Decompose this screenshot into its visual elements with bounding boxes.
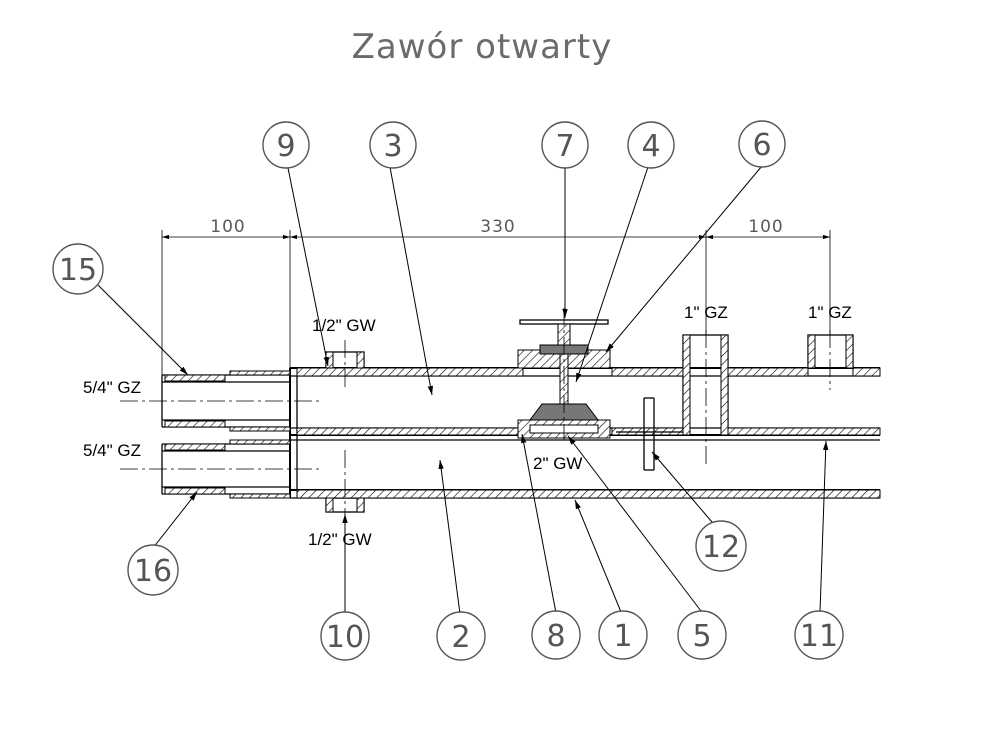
- spec-one-inch-gz-2: 1" GZ: [808, 303, 852, 322]
- part-number-1: 1: [613, 619, 632, 654]
- part-bubble-5: 5: [677, 610, 727, 660]
- part-bubble-8: 8: [531, 610, 581, 660]
- part-number-4: 4: [641, 129, 660, 164]
- part-bubble-3: 3: [369, 121, 417, 169]
- spec-two-inch-gw: 2" GW: [533, 454, 582, 473]
- part-number-3: 3: [383, 129, 402, 164]
- part-bubble-2: 2: [436, 611, 486, 661]
- manifold-body: [161, 319, 881, 513]
- part-bubble-12: 12: [695, 520, 747, 572]
- dimension-left-label: 100: [210, 217, 245, 237]
- spec-half-inch-gw-bottom: 1/2" GW: [308, 530, 372, 549]
- spec-54-gz-bottom: 5/4" GZ: [83, 441, 141, 460]
- part-number-15: 15: [59, 253, 97, 288]
- part-bubble-4: 4: [627, 121, 675, 169]
- drawing-title: Zawór otwarty: [352, 27, 613, 67]
- part-bubble-16: 16: [127, 544, 179, 596]
- dimension-right-label: 100: [748, 217, 783, 237]
- leader-lines: [97, 165, 829, 615]
- dimension-middle-label: 330: [480, 217, 515, 237]
- spec-one-inch-gz-1: 1" GZ: [684, 303, 728, 322]
- part-bubble-1: 1: [598, 610, 648, 660]
- part-bubble-15: 15: [52, 243, 104, 295]
- part-number-11: 11: [800, 619, 838, 654]
- part-number-12: 12: [702, 530, 740, 565]
- part-bubble-7: 7: [541, 121, 589, 169]
- spec-half-inch-gw-top: 1/2" GW: [312, 316, 376, 335]
- center-lines: [120, 308, 831, 520]
- part-bubble-11: 11: [794, 610, 844, 660]
- part-number-2: 2: [451, 620, 470, 655]
- part-number-10: 10: [326, 620, 364, 655]
- part-bubble-10: 10: [320, 611, 370, 661]
- part-number-8: 8: [546, 619, 565, 654]
- part-number-5: 5: [692, 619, 711, 654]
- part-bubble-9: 9: [262, 121, 310, 169]
- dimension-lines: [161, 230, 831, 375]
- part-number-16: 16: [134, 554, 172, 589]
- part-number-6: 6: [752, 128, 771, 163]
- part-number-7: 7: [555, 129, 574, 164]
- part-bubble-6: 6: [738, 120, 786, 168]
- spec-54-gz-top: 5/4" GZ: [83, 378, 141, 397]
- part-number-9: 9: [276, 129, 295, 164]
